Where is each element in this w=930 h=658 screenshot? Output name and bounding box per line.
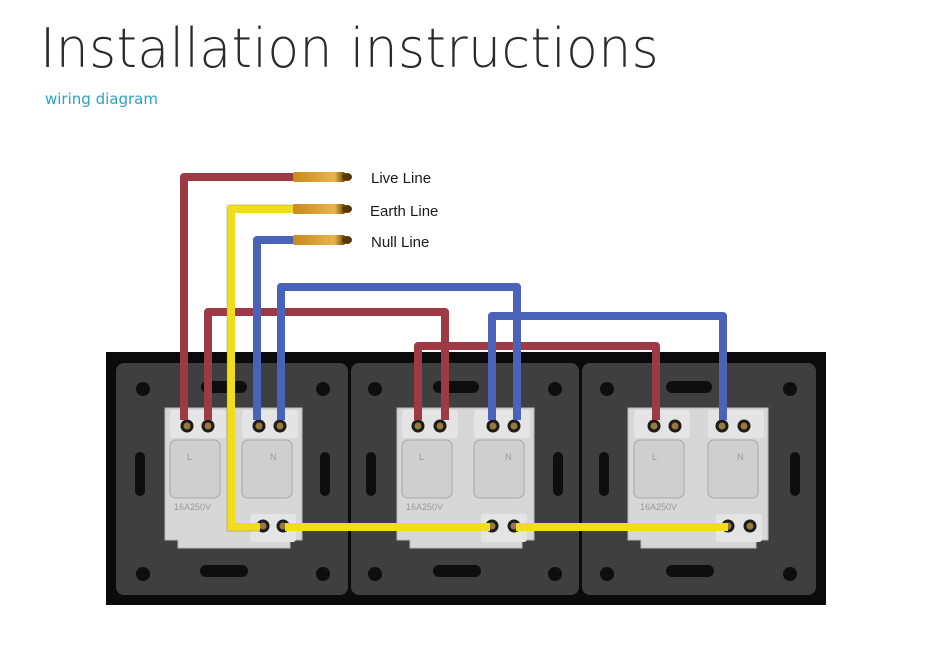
terminal-block-2: L N 16A250V xyxy=(396,407,535,549)
terminal-2-neutral-mark: N xyxy=(505,452,512,462)
earth-line-label: Earth Line xyxy=(370,203,438,220)
live-line-copper-end xyxy=(293,172,352,182)
terminal-2-rating: 16A250V xyxy=(406,502,443,512)
terminal-1-live-mark: L xyxy=(187,452,192,462)
null-line-copper-end xyxy=(293,235,352,245)
terminal-1-rating: 16A250V xyxy=(174,502,211,512)
live-line-label: Live Line xyxy=(371,170,431,187)
earth-wires xyxy=(227,205,728,531)
terminal-block-3: L N 16A250V xyxy=(627,407,769,549)
terminal-3-live-mark: L xyxy=(652,452,657,462)
terminal-1-neutral-mark: N xyxy=(270,452,277,462)
page-subtitle: wiring diagram xyxy=(45,90,158,108)
page-title: Installation instructions xyxy=(40,17,660,80)
terminal-2-live-mark: L xyxy=(419,452,424,462)
null-wires xyxy=(253,236,727,420)
null-line-label: Null Line xyxy=(371,234,429,251)
terminal-3-rating: 16A250V xyxy=(640,502,677,512)
live-wires xyxy=(180,173,660,420)
terminal-3-neutral-mark: N xyxy=(737,452,744,462)
earth-line-copper-end xyxy=(293,204,352,214)
